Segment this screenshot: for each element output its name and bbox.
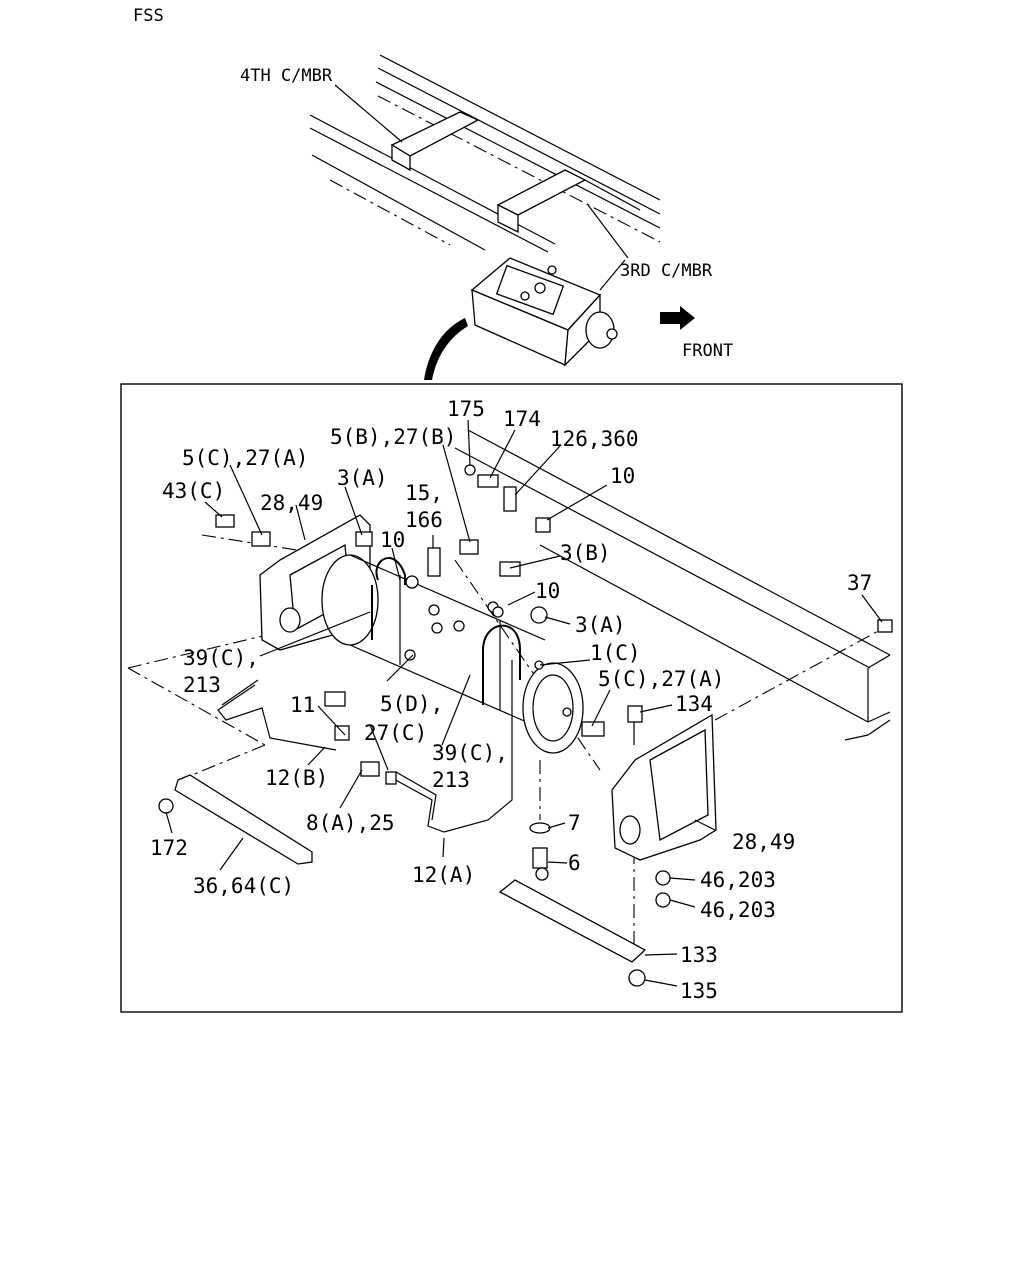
callout-15: 15,: [405, 481, 443, 505]
callout-12a: 12(A): [412, 863, 475, 887]
callout-213-mid: 213: [432, 768, 470, 792]
callout-166: 166: [405, 508, 443, 532]
callout-leaders: [165, 419, 883, 987]
label-3rd-member: 3RD C/MBR: [620, 261, 713, 281]
callout-5d: 5(D),: [380, 692, 443, 716]
callout-37: 37: [847, 571, 872, 595]
front-arrow-icon: [660, 306, 695, 330]
callout-11: 11: [290, 693, 315, 717]
callout-175: 175: [447, 397, 485, 421]
callout-135: 135: [680, 979, 718, 1003]
callout-43c: 43(C): [162, 479, 225, 503]
callout-10-top: 10: [610, 464, 635, 488]
label-front: FRONT: [682, 341, 733, 361]
label-4th-member: 4TH C/MBR: [240, 66, 333, 86]
callout-5c-27a-right: 5(C),27(A): [598, 667, 724, 691]
callout-28-49-left: 28,49: [260, 491, 323, 515]
callout-27c: 27(C): [364, 721, 427, 745]
callout-174: 174: [503, 407, 541, 431]
chassis-frame-overview: [309, 54, 661, 291]
diagram-code: FSS: [133, 6, 164, 26]
callout-5b-27b: 5(B),27(B): [330, 425, 456, 449]
callout-213-left: 213: [183, 673, 221, 697]
callout-28-49-right: 28,49: [732, 830, 795, 854]
callout-labels: 175 174 126,360 5(B),27(B) 5(C),27(A) 43…: [150, 397, 872, 1003]
detail-frame: [120, 383, 903, 1013]
callout-7: 7: [568, 811, 581, 835]
callout-10-left: 10: [380, 528, 405, 552]
callout-6: 6: [568, 851, 581, 875]
callout-126-360: 126,360: [550, 427, 639, 451]
callout-36-64c: 36,64(C): [193, 874, 294, 898]
callout-3b: 3(B): [560, 541, 611, 565]
callout-134: 134: [675, 692, 713, 716]
callout-46-203-b: 46,203: [700, 898, 776, 922]
callout-39c-left: 39(C),: [183, 646, 259, 670]
callout-5c-27a-left: 5(C),27(A): [182, 446, 308, 470]
callout-46-203-a: 46,203: [700, 868, 776, 892]
callout-8a-25: 8(A),25: [306, 811, 395, 835]
callout-3a-left: 3(A): [337, 466, 388, 490]
leader-4th-member: [334, 84, 403, 143]
detail-pointer-icon: [424, 318, 468, 380]
callout-172: 172: [150, 836, 188, 860]
callout-12b: 12(B): [265, 766, 328, 790]
callout-3a-right: 3(A): [575, 613, 626, 637]
callout-133: 133: [680, 943, 718, 967]
detail-illustration: [127, 429, 893, 987]
leader-3rd-member: [587, 204, 629, 259]
callout-10-mid: 10: [535, 579, 560, 603]
tank-assembly-overview: [470, 257, 618, 367]
callout-1c: 1(C): [590, 641, 641, 665]
callout-39c-mid: 39(C),: [432, 741, 508, 765]
